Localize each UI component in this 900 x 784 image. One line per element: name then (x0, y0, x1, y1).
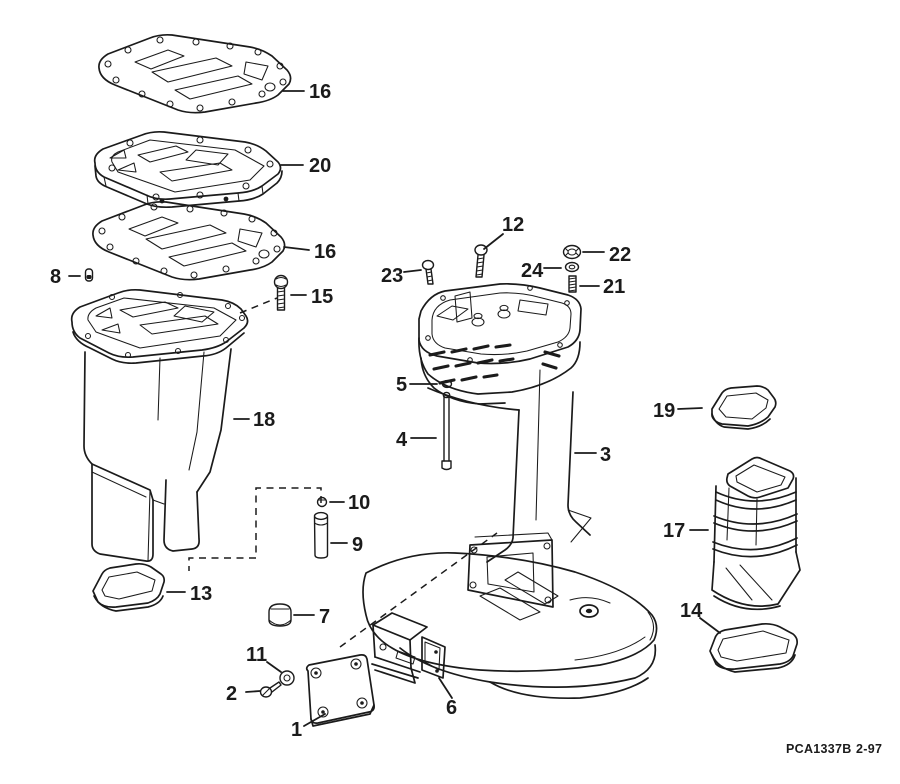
part-1-cover-plate-drawing (305, 653, 375, 727)
callout-2: 2 (226, 683, 237, 705)
footer-part-code: PCA1337B (786, 742, 852, 756)
part-10-grommet-drawing (316, 496, 328, 508)
part-2-screw-drawing (259, 681, 282, 698)
callout-21: 21 (603, 276, 625, 298)
callout-9: 9 (352, 534, 363, 556)
part-17-exhaust-tube-drawing (711, 456, 801, 611)
leader-16-lower (283, 246, 310, 251)
part-7-cap-drawing (268, 603, 292, 627)
leader-19 (677, 407, 703, 410)
callout-7: 7 (319, 606, 330, 628)
part-4-rod-drawing (441, 391, 452, 471)
part-20-plate-drawing (93, 130, 283, 209)
callout-24: 24 (521, 260, 544, 282)
part-6-water-pocket-cover-drawing (371, 612, 446, 684)
callout-16-lower: 16 (314, 241, 336, 263)
leader-11 (266, 661, 282, 673)
part-23-bolt-drawing (421, 259, 435, 285)
part-9-tube-drawing (313, 511, 329, 559)
callout-3: 3 (600, 444, 611, 466)
callout-10: 10 (348, 492, 370, 514)
part-21-stud-drawing (568, 275, 577, 293)
callout-6: 6 (446, 697, 457, 719)
part-12-bolt-drawing (474, 244, 488, 278)
part-8-pin-drawing (84, 268, 94, 282)
assembly-dashed-lines (188, 297, 498, 648)
callout-13: 13 (190, 583, 212, 605)
part-22-nut-drawing (562, 244, 582, 260)
callout-16-upper: 16 (309, 81, 331, 103)
callout-18: 18 (253, 409, 275, 431)
callout-leader-lines (68, 90, 721, 727)
callout-15: 15 (311, 286, 333, 308)
leader-23 (403, 269, 422, 273)
callout-5: 5 (396, 374, 407, 396)
callout-14: 14 (680, 600, 703, 622)
callout-8: 8 (50, 266, 61, 288)
part-16-lower-gasket-drawing (92, 200, 286, 281)
footer: PCA1337B 2-97 (786, 742, 882, 756)
leader-6 (438, 677, 453, 699)
callout-4: 4 (396, 429, 408, 451)
leader-1 (303, 713, 326, 727)
footer-revision-date: 2-97 (856, 742, 882, 756)
callout-20: 20 (309, 155, 331, 177)
callout-23: 23 (381, 265, 403, 287)
leader-2 (245, 690, 261, 693)
part-16-upper-gasket-drawing (98, 33, 292, 114)
callout-labels: 16 20 16 8 15 12 23 24 22 21 5 4 3 18 10… (50, 81, 703, 741)
part-19-seal-drawing (711, 385, 777, 430)
part-3-outer-housing-drawing (362, 282, 658, 700)
leader-14 (699, 617, 721, 634)
callout-19: 19 (653, 400, 675, 422)
leader-12 (483, 233, 504, 250)
part-14-seal-drawing (709, 622, 799, 673)
callout-1: 1 (291, 719, 302, 741)
part-24-washer-drawing (564, 261, 580, 273)
part-11-washer-drawing (279, 670, 295, 686)
callout-22: 22 (609, 244, 631, 266)
part-13-seal-drawing (92, 562, 166, 612)
callout-17: 17 (663, 520, 685, 542)
part-18-inner-housing-drawing (70, 288, 249, 562)
part-15-bolt-drawing (273, 274, 289, 311)
callout-11: 11 (246, 644, 267, 666)
callout-12: 12 (502, 214, 524, 236)
